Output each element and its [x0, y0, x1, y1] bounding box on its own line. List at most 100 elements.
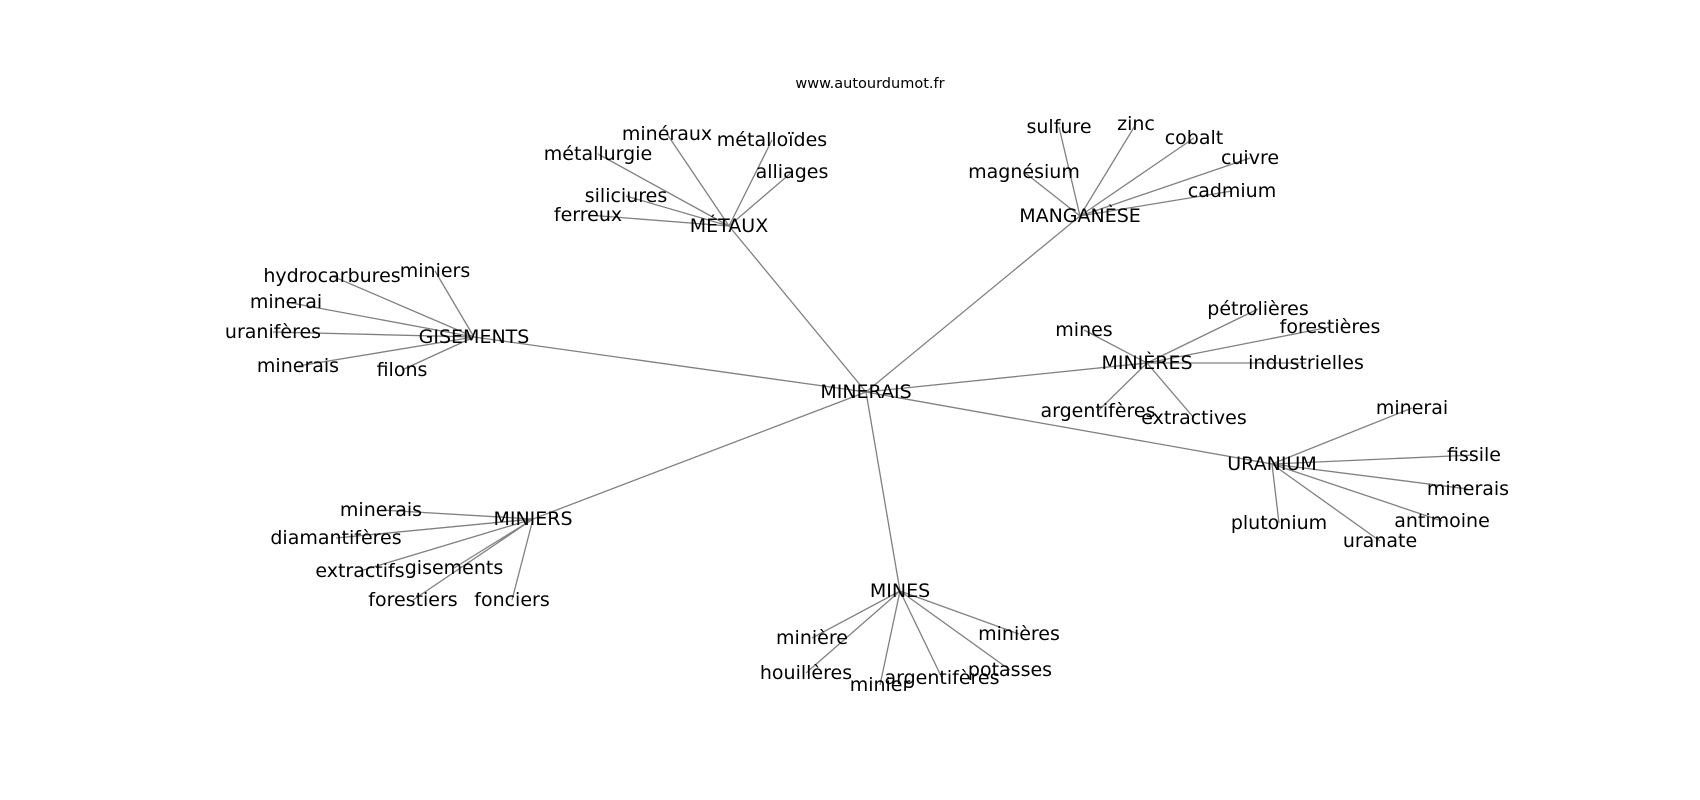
edge-metaux-siliciures	[625, 195, 730, 227]
center-node[interactable]: MINERAIS	[820, 381, 911, 403]
hub-node-gisements[interactable]: GISEMENTS	[419, 326, 530, 348]
leaf-node-minieres-extractives[interactable]: extractives	[1141, 407, 1247, 429]
leaf-node-metaux-alliages[interactable]: alliages	[756, 161, 829, 183]
leaf-node-uranium-minerais[interactable]: minerais	[1427, 478, 1509, 500]
leaf-node-miniers-minerais[interactable]: minerais	[340, 499, 422, 521]
edge-mines-minieres	[899, 590, 1020, 635]
source-label: www.autourdumot.fr	[795, 76, 944, 92]
leaf-node-gisements-hydrocarbures[interactable]: hydrocarbures	[263, 265, 400, 287]
leaf-node-gisements-uraniferes[interactable]: uranifères	[225, 321, 321, 343]
leaf-node-mines-miniere[interactable]: minière	[776, 627, 848, 649]
edge-gisements-filons	[401, 336, 475, 371]
edge-uranium-antimoine	[1271, 463, 1443, 522]
hub-node-metaux[interactable]: MÉTAUX	[690, 214, 768, 237]
edge-center-metaux	[728, 225, 867, 393]
hub-node-minieres[interactable]: MINIÈRES	[1101, 351, 1192, 374]
leaf-node-uranium-fissile[interactable]: fissile	[1447, 444, 1501, 466]
edge-miniers-minerais	[380, 509, 534, 520]
leaf-node-minieres-petrolieres[interactable]: pétrolières	[1207, 298, 1308, 320]
leaf-node-manganese-cadmium[interactable]: cadmium	[1188, 180, 1277, 202]
edge-center-manganese	[865, 215, 1081, 393]
edge-mines-minier	[879, 590, 901, 686]
edge-gisements-minerai	[285, 301, 475, 338]
edge-center-gisements	[473, 336, 867, 393]
edge-metaux-ferreux	[587, 214, 730, 227]
edge-miniers-extractifs	[359, 518, 534, 572]
edge-metaux-alliages	[728, 171, 793, 227]
edge-minieres-argentiferes	[1097, 362, 1148, 412]
edge-mines-miniere	[811, 590, 901, 639]
leaf-node-gisements-filons[interactable]: filons	[377, 359, 428, 381]
leaf-node-miniers-extractifs[interactable]: extractifs	[315, 560, 404, 582]
leaf-node-mines-minieres[interactable]: minières	[978, 623, 1060, 645]
edge-gisements-miniers	[434, 270, 475, 338]
edge-manganese-zinc	[1079, 123, 1137, 217]
leaf-node-manganese-cuivre[interactable]: cuivre	[1221, 147, 1279, 169]
edge-miniers-forestiers	[412, 518, 534, 601]
leaf-node-uranium-minerai[interactable]: minerai	[1376, 397, 1448, 419]
edge-minieres-extractives	[1146, 362, 1195, 419]
edge-center-mines	[865, 391, 901, 592]
edge-uranium-uranate	[1271, 463, 1381, 542]
leaf-node-manganese-zinc[interactable]: zinc	[1117, 113, 1155, 135]
leaf-node-metaux-siliciures[interactable]: siliciures	[585, 185, 668, 207]
leaf-node-gisements-minerais[interactable]: minerais	[257, 355, 339, 377]
leaf-node-minieres-forestieres[interactable]: forestières	[1280, 316, 1381, 338]
leaf-node-miniers-forestiers[interactable]: forestiers	[368, 589, 457, 611]
edge-center-minieres	[865, 362, 1148, 393]
leaf-node-miniers-diamantiferes[interactable]: diamantifères	[270, 527, 401, 549]
edge-metaux-metalloides	[728, 139, 773, 227]
edge-minieres-mines	[1083, 329, 1148, 364]
leaf-node-uranium-uranate[interactable]: uranate	[1343, 530, 1417, 552]
leaf-node-metaux-metalloides[interactable]: métalloïdes	[717, 129, 827, 151]
edge-manganese-cobalt	[1079, 137, 1195, 217]
edge-uranium-minerai	[1271, 407, 1413, 465]
leaf-node-mines-minier[interactable]: minier	[850, 674, 911, 696]
edge-miniers-diamantiferes	[335, 518, 534, 539]
leaf-node-mines-argentiferes[interactable]: argentifères	[884, 667, 999, 689]
edge-minieres-petrolieres	[1146, 308, 1259, 364]
edge-metaux-mineraux	[666, 133, 730, 227]
edge-minieres-forestieres	[1146, 326, 1331, 364]
leaf-node-miniers-fonciers[interactable]: fonciers	[474, 589, 549, 611]
leaf-node-minieres-mines[interactable]: mines	[1055, 319, 1112, 341]
edge-manganese-cuivre	[1079, 157, 1251, 217]
leaf-node-minieres-industrielles[interactable]: industrielles	[1248, 352, 1364, 374]
leaf-node-uranium-plutonium[interactable]: plutonium	[1231, 512, 1327, 534]
leaf-node-miniers-gisements[interactable]: gisements	[405, 557, 504, 579]
leaf-node-gisements-miniers[interactable]: miniers	[400, 260, 471, 282]
edge-uranium-plutonium	[1271, 463, 1280, 524]
leaf-node-mines-potasses[interactable]: potasses	[968, 659, 1052, 681]
edge-center-miniers	[532, 391, 867, 520]
leaf-node-manganese-sulfure[interactable]: sulfure	[1026, 116, 1091, 138]
edge-metaux-metallurgie	[597, 153, 730, 227]
edge-center-uranium	[865, 391, 1273, 465]
hub-node-uranium[interactable]: URANIUM	[1227, 453, 1316, 475]
edge-uranium-fissile	[1271, 454, 1475, 465]
hub-node-manganese[interactable]: MANGANÈSE	[1019, 204, 1141, 227]
edge-miniers-fonciers	[511, 518, 534, 601]
edge-manganese-magnesium	[1023, 171, 1081, 217]
edge-mines-potasses	[899, 590, 1011, 671]
leaf-node-metaux-ferreux[interactable]: ferreux	[554, 204, 622, 226]
hub-node-miniers[interactable]: MINIERS	[493, 508, 572, 530]
leaf-node-manganese-cobalt[interactable]: cobalt	[1165, 127, 1224, 149]
leaf-node-mines-houilleres[interactable]: houillères	[760, 662, 852, 684]
edge-gisements-hydrocarbures	[331, 275, 475, 338]
edge-manganese-sulfure	[1058, 126, 1081, 217]
edge-gisements-uraniferes	[272, 331, 475, 338]
leaf-node-uranium-antimoine[interactable]: antimoine	[1394, 510, 1490, 532]
leaf-node-gisements-minerai[interactable]: minerai	[250, 291, 322, 313]
edge-mines-argentiferes	[899, 590, 943, 679]
leaf-node-manganese-magnesium[interactable]: magnésium	[968, 161, 1080, 183]
leaf-node-metaux-mineraux[interactable]: minéraux	[622, 123, 712, 145]
edge-mines-houilleres	[805, 590, 901, 674]
hub-node-mines[interactable]: MINES	[870, 580, 930, 602]
edge-uranium-minerais	[1271, 463, 1469, 490]
leaf-node-minieres-argentiferes[interactable]: argentifères	[1040, 400, 1155, 422]
edge-manganese-cadmium	[1079, 190, 1233, 217]
edges-layer	[272, 123, 1475, 686]
leaf-node-metaux-metallurgie[interactable]: métallurgie	[544, 143, 652, 165]
